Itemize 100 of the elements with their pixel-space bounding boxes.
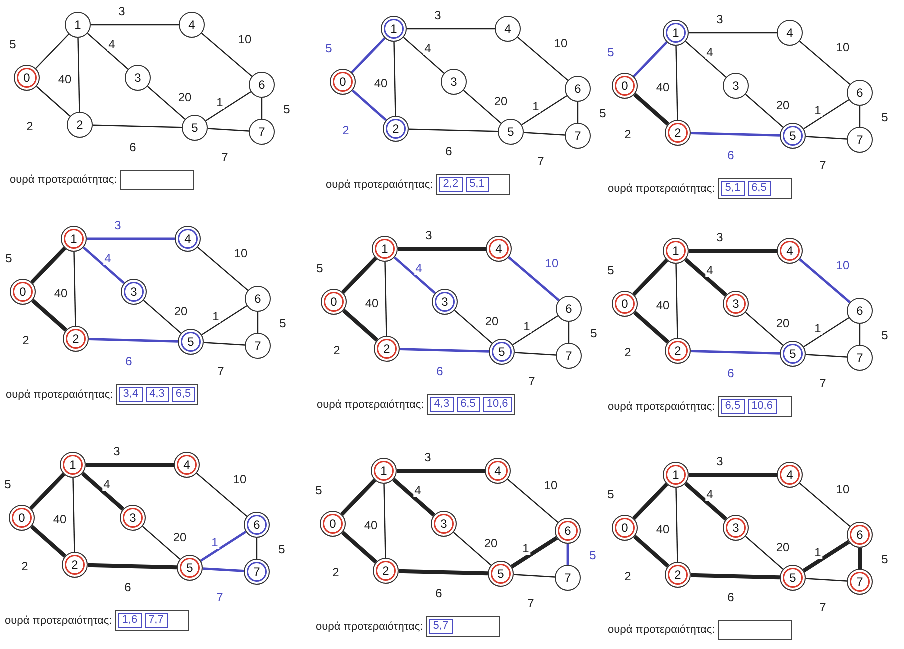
graph-edge bbox=[208, 128, 250, 132]
graph-node: 0 bbox=[14, 65, 40, 91]
edge-weight: 5 bbox=[8, 38, 18, 52]
graph-edge bbox=[31, 299, 68, 332]
graph-edge bbox=[196, 473, 248, 517]
graph-edge bbox=[804, 318, 850, 348]
graph-node: 6 bbox=[555, 518, 581, 544]
edge-weight: 40 bbox=[57, 74, 73, 86]
queue-entry: 4,3 bbox=[430, 397, 454, 412]
edge-weight: 1 bbox=[814, 322, 822, 336]
edge-weight: 1 bbox=[532, 100, 540, 114]
graph-node: 2 bbox=[665, 338, 691, 364]
graph-edge bbox=[514, 352, 556, 356]
graph-edge bbox=[403, 37, 445, 74]
graph-node: 7 bbox=[249, 119, 275, 145]
graph-edge bbox=[87, 33, 129, 70]
edge-weight: 1 bbox=[210, 536, 220, 550]
graph-edge bbox=[256, 538, 258, 559]
edge-weight: 20 bbox=[775, 542, 791, 554]
graph-node: 5 bbox=[780, 565, 806, 591]
graph-edge bbox=[632, 482, 668, 520]
edge-weight: 5 bbox=[316, 262, 324, 276]
queue-entry: 6,5 bbox=[721, 399, 745, 414]
graph-edge bbox=[799, 41, 851, 85]
edge-weight: 5 bbox=[278, 544, 286, 556]
queue-entry: 7,7 bbox=[144, 613, 168, 628]
queue-entry: 10,6 bbox=[482, 397, 512, 412]
graph-edge bbox=[341, 531, 378, 564]
graph-node: 5 bbox=[177, 555, 203, 581]
edge-weight: 2 bbox=[342, 124, 350, 138]
edge-weight: 2 bbox=[20, 560, 30, 574]
edge-weight: 1 bbox=[522, 320, 532, 334]
graph-edge bbox=[676, 488, 678, 562]
graph-edge bbox=[206, 92, 252, 122]
edge-weight: 3 bbox=[112, 446, 122, 458]
graph-node: 4 bbox=[174, 452, 200, 478]
edge-weight: 3 bbox=[434, 10, 442, 22]
edge-weight: 10 bbox=[233, 248, 249, 260]
queue-entry: 6,5 bbox=[456, 397, 480, 412]
graph-edge bbox=[689, 32, 777, 34]
graph-edge bbox=[508, 256, 560, 302]
edge-weight: 20 bbox=[483, 538, 499, 550]
edge-weight: 40 bbox=[364, 298, 380, 310]
graph-edge bbox=[633, 311, 670, 344]
edge-weight: 4 bbox=[424, 42, 432, 56]
edge-weight: 10 bbox=[237, 34, 253, 46]
graph-edge bbox=[86, 463, 174, 467]
graph-edge bbox=[392, 478, 436, 517]
graph-node: 7 bbox=[555, 565, 581, 591]
graph-node: 3 bbox=[120, 505, 146, 531]
graph-node: 0 bbox=[330, 69, 356, 95]
graph-edge bbox=[351, 38, 386, 74]
graph-node: 6 bbox=[245, 286, 271, 312]
graph-edge bbox=[394, 42, 396, 116]
edge-weight: 40 bbox=[373, 78, 389, 90]
graph-edge bbox=[340, 478, 376, 516]
edge-weight: 5 bbox=[588, 550, 598, 562]
edge-weight: 1 bbox=[522, 542, 530, 556]
graph-node: 4 bbox=[777, 462, 803, 488]
graph-node: 2 bbox=[62, 552, 88, 578]
edge-weight: 6 bbox=[726, 150, 736, 162]
graph-node: 4 bbox=[777, 238, 803, 264]
graph-edge bbox=[202, 568, 244, 572]
graph-edge bbox=[799, 258, 851, 304]
edge-weight: 10 bbox=[553, 38, 569, 50]
edge-weight: 4 bbox=[102, 478, 112, 492]
edge-weight: 20 bbox=[775, 318, 791, 330]
graph-edge bbox=[261, 98, 263, 119]
edge-weight: 2 bbox=[26, 120, 34, 134]
queue-entry: 2,2 bbox=[439, 177, 463, 192]
edge-weight: 7 bbox=[528, 376, 536, 388]
queue-label: ουρά προτεραιότητας: bbox=[326, 178, 434, 190]
queue-label: ουρά προτεραιότητας: bbox=[608, 400, 716, 412]
edge-weight: 3 bbox=[118, 6, 126, 18]
graph-edge bbox=[507, 479, 559, 523]
edge-weight: 5 bbox=[606, 46, 616, 60]
edge-weight: 4 bbox=[706, 46, 714, 60]
queue-label: ουρά προτεραιότητας: bbox=[317, 398, 424, 410]
edge-weight: 10 bbox=[543, 480, 559, 492]
graph-node: 4 bbox=[495, 16, 521, 42]
graph-edge bbox=[36, 86, 71, 117]
graph-node: 3 bbox=[441, 69, 467, 95]
edge-weight: 2 bbox=[624, 570, 632, 584]
graph-node: 1 bbox=[371, 458, 397, 484]
graph-edge bbox=[690, 573, 780, 580]
queue-entry: 6,5 bbox=[172, 387, 196, 402]
graph-edge bbox=[143, 300, 182, 334]
queue-entry: 5,1 bbox=[721, 181, 745, 196]
graph-edge bbox=[524, 132, 566, 136]
edge-weight: 1 bbox=[212, 310, 220, 324]
edge-weight: 5 bbox=[324, 42, 334, 56]
edge-weight: 4 bbox=[414, 484, 422, 498]
graph-node: 3 bbox=[723, 515, 749, 541]
graph-node: 2 bbox=[383, 116, 409, 142]
graph-edge bbox=[398, 569, 488, 576]
graph-node: 7 bbox=[847, 569, 873, 595]
graph-edge bbox=[453, 532, 492, 566]
graph-node: 5 bbox=[498, 119, 524, 145]
graph-node: 5 bbox=[488, 561, 514, 587]
graph-edge bbox=[633, 535, 670, 568]
